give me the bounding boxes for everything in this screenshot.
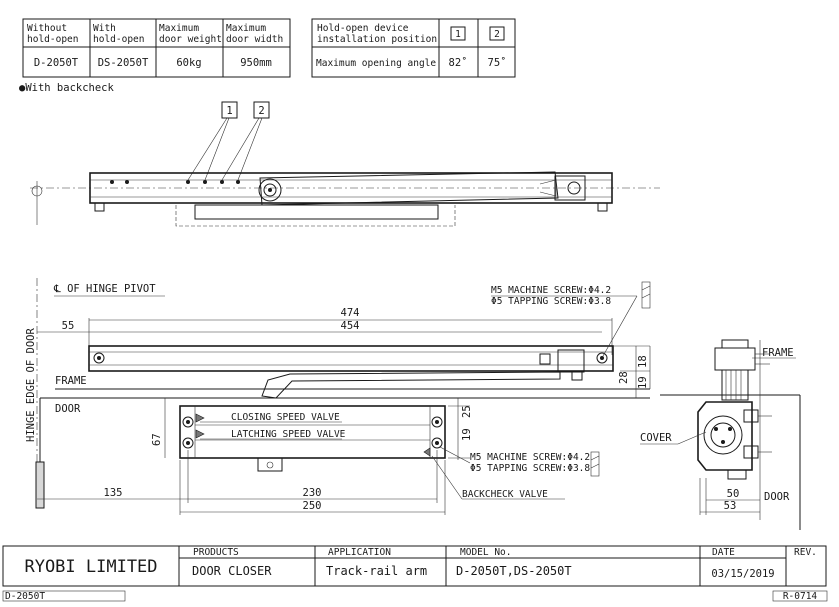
footer-right-code: R-0714 (783, 591, 818, 602)
company-name: RYOBI LIMITED (24, 557, 157, 577)
top-view: 1 2 (30, 101, 660, 227)
spec-value-width: 950mm (240, 57, 272, 69)
latching-valve-label: LATCHING SPEED VALVE (231, 429, 346, 440)
dim-53: 53 (724, 500, 737, 512)
angle-position-1: 1 (455, 29, 461, 40)
application-label: APPLICATION (328, 547, 391, 558)
side-view: FRAME DOOR COVER 50 53 (640, 339, 801, 530)
screw-note-mid-1: M5 MACHINE SCREW:Φ4.2 (470, 452, 590, 463)
dim-25: 25 (461, 405, 473, 418)
date-label: DATE (712, 547, 735, 558)
screw-note-mid-2: Φ5 TAPPING SCREW:Φ3.8 (470, 463, 590, 474)
spec-value-weight: 60kg (176, 57, 201, 69)
date-value: 03/15/2019 (711, 568, 774, 580)
dim-50: 50 (727, 488, 740, 500)
dim-474: 474 (341, 307, 360, 319)
screw-note-top-2: Φ5 TAPPING SCREW:Φ3.8 (491, 296, 611, 307)
dim-19-b: 19 (461, 428, 473, 441)
dim-18: 18 (637, 355, 649, 368)
spec-value-model-hold: DS-2050T (98, 57, 149, 69)
dim-28: 28 (618, 371, 630, 384)
backcheck-valve-label: BACKCHECK VALVE (462, 489, 548, 500)
frame-label-left: FRAME (55, 375, 87, 387)
footer: D-2050T R-0714 (2, 590, 828, 602)
products-value: DOOR CLOSER (192, 564, 272, 578)
door-label-right: DOOR (764, 491, 790, 503)
spec-value-model: D-2050T (34, 57, 79, 69)
callout-1: 1 (226, 105, 232, 117)
model-label: MODEL No. (460, 547, 511, 558)
angle-position-2: 2 (494, 29, 500, 40)
dim-135: 135 (104, 487, 123, 499)
hinge-edge-label: HINGE EDGE OF DOOR (25, 328, 37, 442)
backcheck-note: ●With backcheck (19, 82, 115, 94)
angle-value-1: 82˚ (449, 57, 468, 69)
title-block: RYOBI LIMITED PRODUCTS DOOR CLOSER APPLI… (2, 545, 827, 587)
dim-67: 67 (151, 433, 163, 446)
application-value: Track-rail arm (326, 564, 427, 578)
dim-55: 55 (62, 320, 75, 332)
dim-230: 230 (303, 487, 322, 499)
angle-row-label: Maximum opening angle (316, 58, 436, 69)
rev-label: REV. (794, 547, 817, 558)
dim-250: 250 (303, 500, 322, 512)
frame-label-right: FRAME (762, 347, 794, 359)
angle-value-2: 75˚ (488, 57, 507, 69)
closing-valve-label: CLOSING SPEED VALVE (231, 412, 340, 423)
screw-note-top-1: M5 MACHINE SCREW:Φ4.2 (491, 285, 611, 296)
door-label-left: DOOR (55, 403, 81, 415)
dim-19-a: 19 (637, 376, 649, 389)
hinge-pivot-label: ℄ OF HINGE PIVOT (53, 283, 156, 295)
callout-2: 2 (258, 105, 264, 117)
front-view: ℄ OF HINGE PIVOT HINGE EDGE OF DOOR FRAM… (25, 278, 651, 515)
dim-454: 454 (341, 320, 360, 332)
footer-left-code: D-2050T (5, 591, 45, 602)
products-label: PRODUCTS (193, 547, 239, 558)
cover-label: COVER (640, 432, 672, 444)
model-value: D-2050T,DS-2050T (456, 564, 572, 578)
